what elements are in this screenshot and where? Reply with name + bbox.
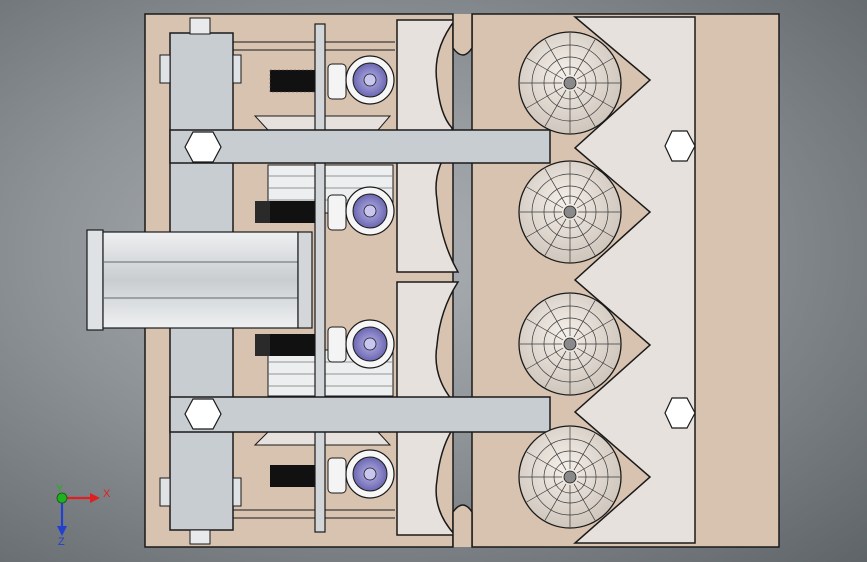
roller-ball-icon[interactable] — [518, 160, 622, 264]
plate-notch-top — [452, 14, 473, 56]
bearing-icon[interactable] — [345, 319, 395, 369]
hex-bolt-icon — [184, 131, 222, 163]
nut-icon — [327, 457, 347, 494]
rail-tab — [159, 477, 171, 507]
roller-ball-icon[interactable] — [518, 292, 622, 396]
threaded-stud-icon — [255, 201, 315, 223]
hex-bolt-icon — [664, 130, 696, 162]
rail-tab — [232, 477, 242, 507]
axis-x-label: X — [103, 488, 111, 500]
bearing-icon[interactable] — [345, 449, 395, 499]
bearing-icon[interactable] — [345, 55, 395, 105]
rail-tab — [159, 54, 171, 84]
nut-icon — [327, 63, 347, 100]
hex-bolt-icon — [664, 397, 696, 429]
axis-z-label: Z — [58, 536, 65, 548]
actuator-cylinder[interactable] — [86, 229, 313, 331]
axis-y-label: Y — [56, 483, 64, 495]
rail-tab — [232, 54, 242, 84]
nut-icon — [327, 326, 347, 363]
sawtooth-insert[interactable] — [572, 16, 696, 544]
plate-notch-bottom — [452, 504, 473, 547]
hex-bolt-icon — [184, 398, 222, 430]
arm-upper[interactable] — [169, 129, 551, 164]
vertical-guide-bar[interactable] — [314, 23, 326, 533]
bearing-icon[interactable] — [345, 186, 395, 236]
threaded-stud-icon — [255, 334, 315, 356]
arm-lower[interactable] — [169, 396, 551, 433]
rail-end-top — [189, 17, 211, 35]
roller-ball-icon[interactable] — [518, 425, 622, 529]
threaded-stud-icon — [269, 69, 316, 93]
rail-end-bottom — [189, 529, 211, 545]
threaded-stud-icon — [270, 465, 315, 487]
nut-icon — [327, 194, 347, 231]
roller-ball-icon[interactable] — [518, 31, 622, 135]
coordinate-triad: X Y Z — [56, 483, 111, 548]
